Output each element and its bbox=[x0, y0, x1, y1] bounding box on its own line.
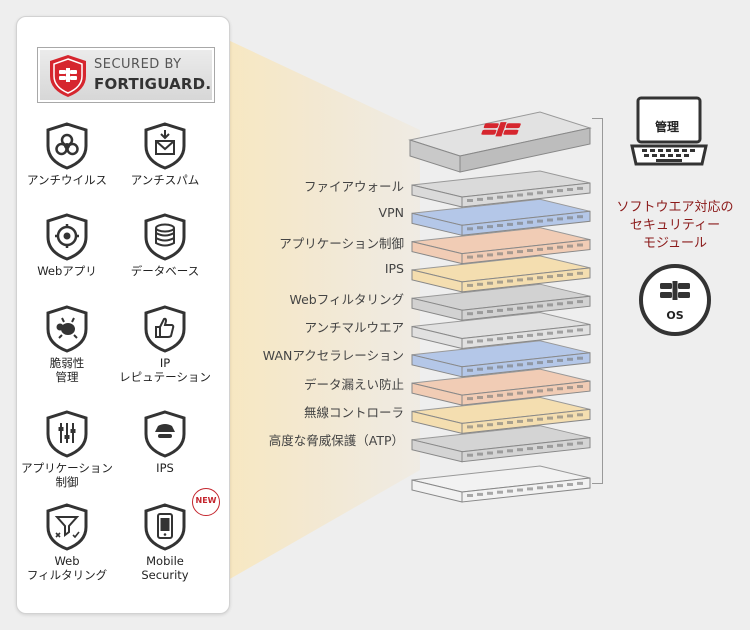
layer-label: アプリケーション制御 bbox=[279, 236, 404, 251]
feature-item: アプリケーション制御 bbox=[17, 410, 117, 489]
module-caption: ソフトウエア対応の セキュリティー モジュール bbox=[600, 199, 750, 253]
mobile-shield-icon bbox=[144, 503, 186, 551]
feature-label: アンチウイルス bbox=[26, 173, 108, 187]
bug-shield-icon bbox=[46, 305, 88, 353]
feature-label: 脆弱性管理 bbox=[49, 356, 85, 384]
layer-label: ファイアウォール bbox=[303, 179, 404, 194]
stack-layer bbox=[411, 170, 591, 208]
database-shield-icon bbox=[144, 213, 186, 261]
module-bracket bbox=[592, 118, 603, 484]
fortiguard-shield-icon bbox=[50, 55, 86, 97]
webapp-shield-icon bbox=[46, 213, 88, 261]
stack-layer bbox=[411, 255, 591, 293]
feature-label: Webアプリ bbox=[37, 264, 97, 278]
stack-layer bbox=[411, 198, 591, 236]
stack-layer bbox=[411, 311, 591, 350]
new-badge: NEW bbox=[192, 488, 220, 516]
feature-item: アンチスパム bbox=[115, 122, 215, 187]
layer-label: データ漏えい防止 bbox=[303, 377, 404, 392]
feature-item: アンチウイルス bbox=[17, 122, 117, 187]
badge-fortiguard-text: FORTIGUARD. bbox=[94, 75, 212, 93]
stack-layer bbox=[411, 396, 591, 435]
sliders-shield-icon bbox=[46, 410, 88, 458]
feature-label: IPS bbox=[156, 461, 174, 475]
layer-label: アンチマルウエア bbox=[304, 320, 404, 335]
layer-label: 高度な脅威保護（ATP） bbox=[268, 433, 404, 448]
layer-label: 無線コントローラ bbox=[303, 405, 404, 420]
module-caption-line2: セキュリティー bbox=[629, 218, 721, 233]
fortigate-appliance bbox=[408, 111, 592, 173]
layer-label: VPN bbox=[378, 205, 404, 220]
stack-layer bbox=[411, 368, 591, 406]
funnel-shield-icon bbox=[46, 503, 88, 551]
thumbs-shield-icon bbox=[144, 305, 186, 353]
stack-layer bbox=[411, 340, 591, 378]
fortinet-logo-icon bbox=[660, 281, 690, 300]
feature-label: アンチスパム bbox=[130, 173, 200, 187]
feature-label: アプリケーション制御 bbox=[21, 461, 113, 489]
layer-label: Webフィルタリング bbox=[289, 292, 404, 307]
feature-item: Webアプリ bbox=[17, 213, 117, 278]
module-caption-line3: モジュール bbox=[642, 236, 708, 251]
mail-shield-icon bbox=[144, 122, 186, 170]
badge-secured-by-text: SECURED BY bbox=[94, 57, 182, 72]
layer-label: WANアクセラレーション bbox=[262, 348, 404, 363]
layer-label: IPS bbox=[384, 261, 404, 276]
appliance-logo-icon bbox=[481, 122, 521, 137]
stack-layer bbox=[411, 425, 591, 463]
feature-item: 脆弱性管理 bbox=[17, 305, 117, 384]
secured-by-fortiguard-badge: SECURED BY FORTIGUARD. bbox=[37, 47, 215, 103]
feature-item: データベース bbox=[115, 213, 215, 278]
module-caption-line1: ソフトウエア対応の bbox=[616, 200, 734, 215]
biohazard-shield-icon bbox=[46, 122, 88, 170]
management-label: 管理 bbox=[654, 120, 679, 134]
ghost-layer bbox=[411, 465, 591, 503]
intruder-shield-icon bbox=[144, 410, 186, 458]
stack-layer bbox=[411, 283, 591, 321]
os-circle bbox=[639, 264, 711, 336]
stack-layer bbox=[411, 227, 591, 265]
feature-label: データベース bbox=[130, 264, 200, 278]
feature-item: IPS bbox=[115, 410, 215, 475]
laptop-icon bbox=[630, 96, 708, 166]
os-label: OS bbox=[666, 309, 684, 322]
